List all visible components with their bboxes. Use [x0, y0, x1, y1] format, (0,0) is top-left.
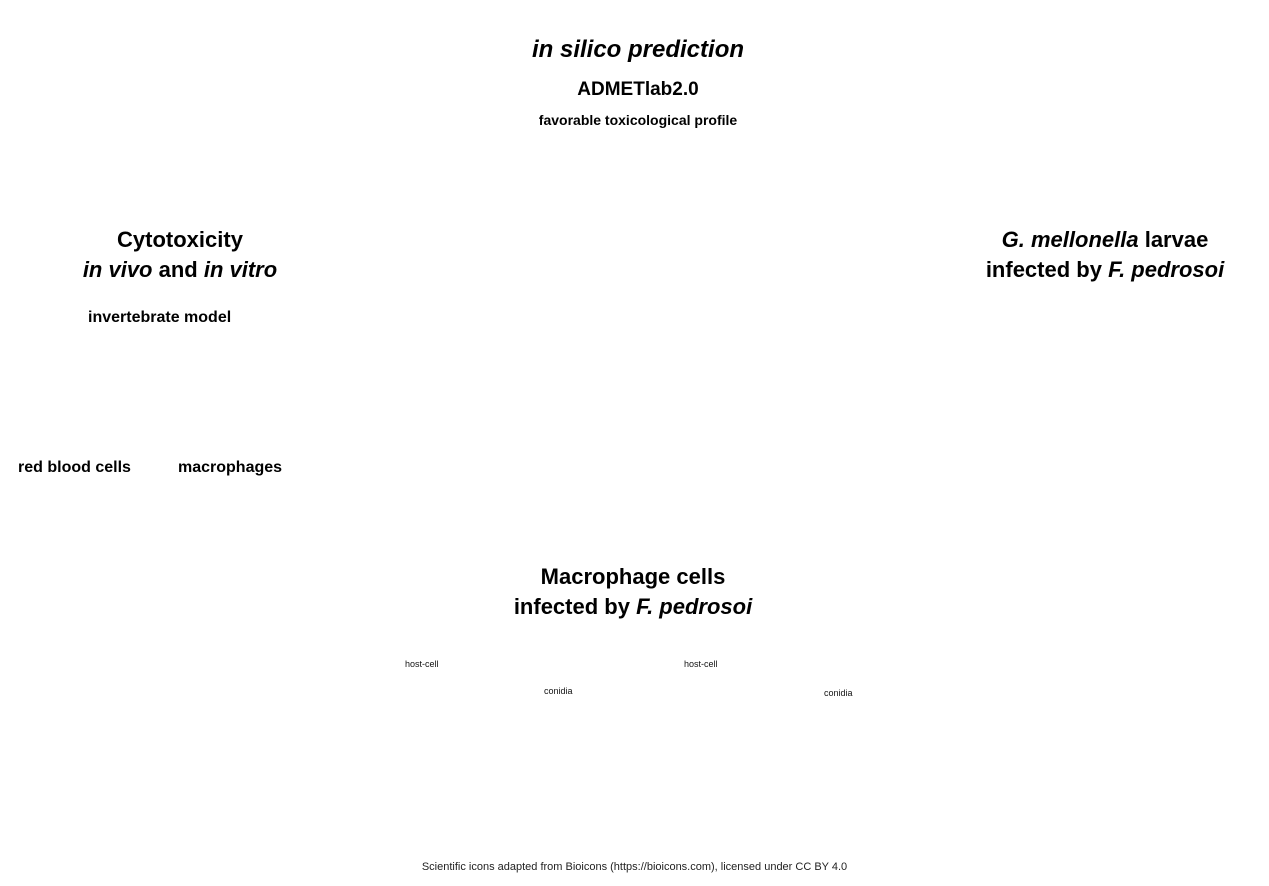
- svg-text:Ag: Ag: [806, 379, 819, 391]
- cleared-macrophage-icon: [695, 660, 839, 832]
- block-arrow-right: [615, 757, 662, 801]
- infected-macrophage-icon: [415, 660, 559, 832]
- f-pedrosoi-text-2: F. pedrosoi: [636, 594, 753, 619]
- larva-healthy-icon: [94, 342, 249, 411]
- increase-arrow-icon: [578, 664, 590, 702]
- cytotoxicity-subtitle: in vivo and in vitro: [40, 255, 320, 285]
- right-ag-complex: Ag: [744, 286, 900, 482]
- svg-text:ROS: ROS: [610, 698, 632, 709]
- arrowhead-up: [625, 188, 639, 203]
- laptop-subtitle: ADMETlab2.0: [577, 79, 699, 100]
- larva-healed-icon: [1049, 469, 1211, 525]
- host-cell-label-right: host-cell: [684, 659, 718, 669]
- left-ag-complex: Ag: [394, 292, 566, 480]
- larva-infected-icon: [1048, 339, 1211, 399]
- svg-text:•OH: •OH: [626, 642, 641, 651]
- svg-text:•O₂⁻: •O₂⁻: [657, 724, 673, 733]
- infected-by-text-2: infected by: [513, 594, 637, 619]
- host-cell-label-left: host-cell: [405, 659, 439, 669]
- conidia-label-left: conidia: [544, 686, 573, 696]
- macrophages-label: macrophages: [178, 459, 283, 476]
- arrowhead-left: [289, 366, 305, 380]
- larvae-title-line2: infected by F. pedrosoi: [960, 255, 1250, 285]
- rbc-label: red blood cells: [18, 459, 131, 476]
- laptop-caption: favorable toxicological profile: [538, 112, 738, 128]
- f-pedrosoi-text: F. pedrosoi: [1108, 257, 1225, 282]
- red-blood-cell-icon: [24, 497, 132, 617]
- laptop-title: in silico prediction: [531, 36, 745, 63]
- block-arrow-down: [1110, 408, 1148, 460]
- svg-text:H₂O₂: H₂O₂: [601, 750, 617, 757]
- footer-credit: Scientific icons adapted from Bioicons (…: [421, 861, 848, 873]
- in-vitro-text: in vitro: [203, 257, 278, 282]
- invertebrate-label: invertebrate model: [88, 309, 232, 326]
- larvae-title-line1: G. mellonella larvae: [960, 225, 1250, 255]
- and-text: and: [152, 257, 204, 282]
- hydrogen-peroxide-icon: H₂O₂: [596, 739, 622, 765]
- infected-by-text: infected by: [985, 257, 1109, 282]
- cytotoxicity-title: Cytotoxicity: [117, 227, 243, 252]
- superoxide-icon: •O₂⁻: [652, 714, 678, 740]
- arrowhead-right: [989, 363, 1005, 377]
- g-mellonella-text: G. mellonella: [1001, 227, 1139, 252]
- svg-text:Ag: Ag: [457, 390, 470, 402]
- macrophage-infected-title2: infected by F. pedrosoi: [488, 592, 778, 622]
- conidia-label-right: conidia: [824, 688, 853, 698]
- linker-chain: [538, 315, 732, 382]
- macrophage-infected-title1: Macrophage cells: [540, 564, 726, 589]
- solvent-molecule: [875, 267, 924, 317]
- ros-burst-icon: ROS: [588, 674, 654, 730]
- macrophage-icon: [179, 477, 295, 623]
- arrowhead-down: [625, 533, 639, 548]
- in-vivo-text: in vivo: [82, 257, 153, 282]
- larvae-text: larvae: [1138, 227, 1209, 252]
- hydroxyl-radical-icon: •OH: [620, 632, 646, 658]
